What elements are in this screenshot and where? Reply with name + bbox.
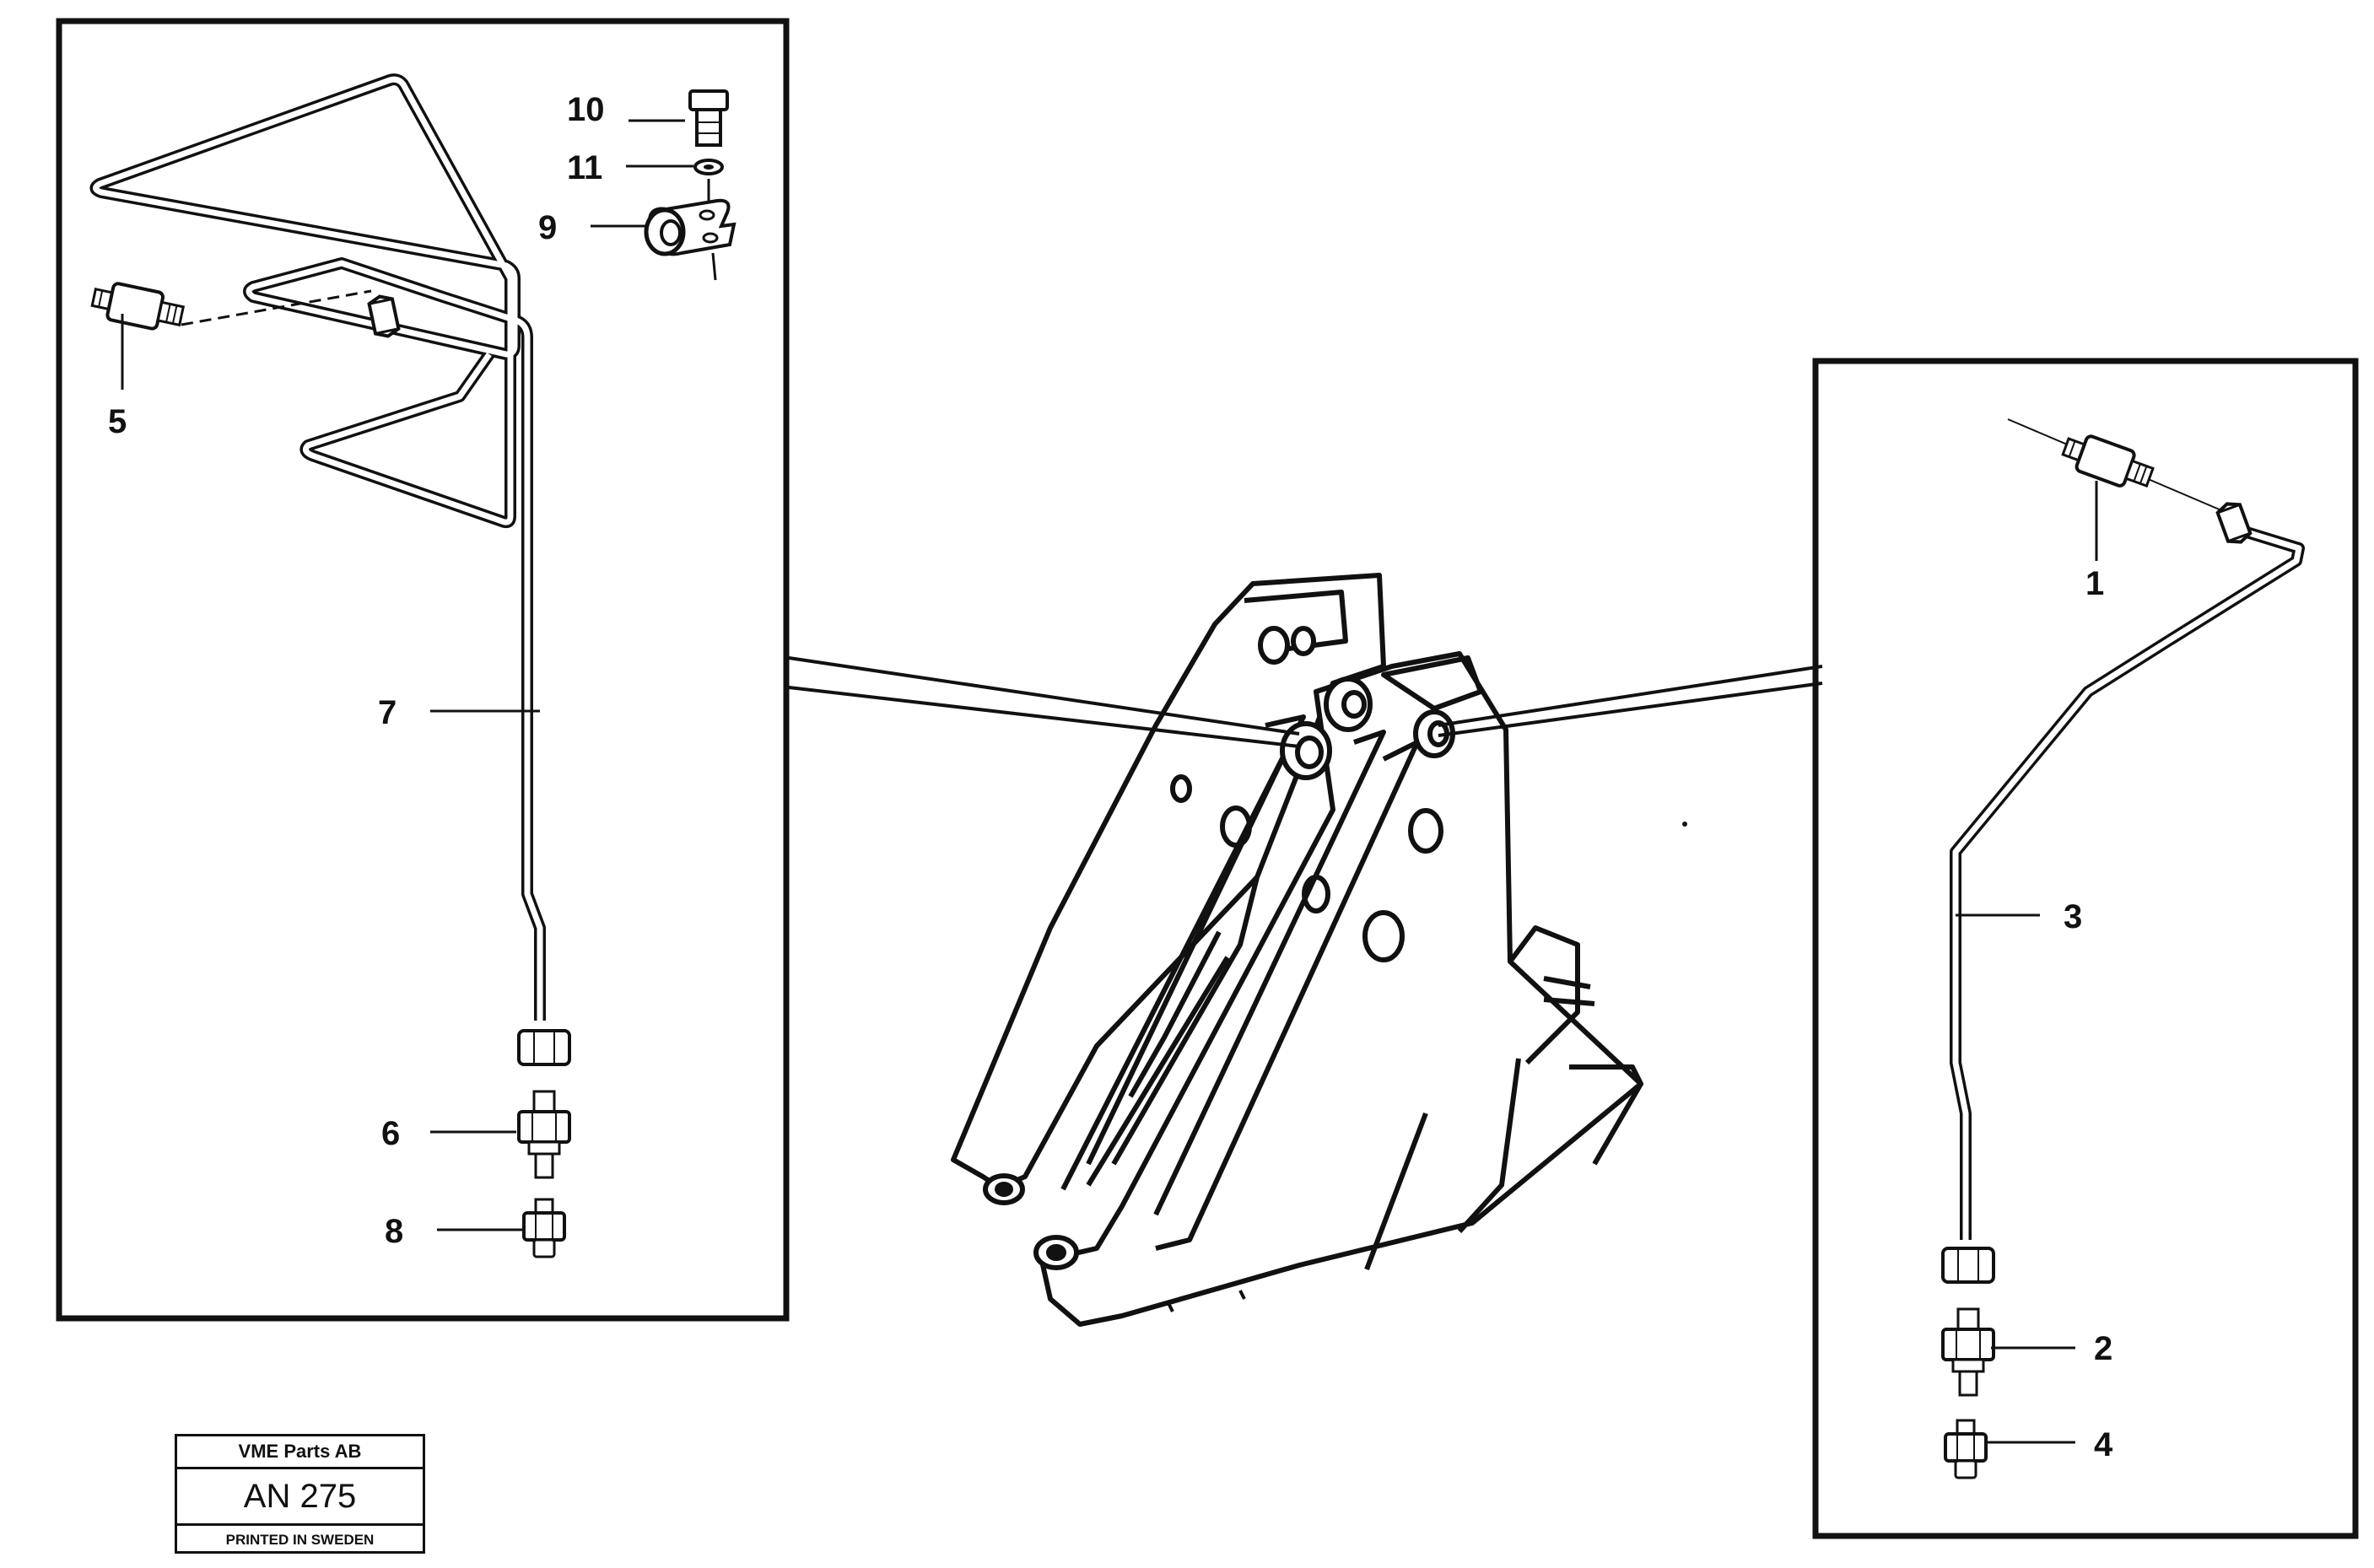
plug-4	[1944, 1419, 1988, 1479]
right-detail-box: 1 3 2 4	[1812, 358, 2359, 1539]
callout-8: 8	[385, 1213, 403, 1250]
left-detail-box: 10 11 9 5 7 6 8	[56, 18, 790, 1322]
union-6	[517, 1090, 571, 1179]
pipe3-nut-bottom	[1941, 1247, 1995, 1284]
callout-2: 2	[2094, 1330, 2112, 1367]
callout-9: 9	[538, 209, 557, 246]
pipe-7	[89, 73, 546, 1021]
callout-11: 11	[567, 149, 602, 186]
pipe-nut-top	[366, 292, 402, 341]
stamp-code: AN 275	[177, 1469, 423, 1526]
union-2	[1941, 1307, 1995, 1397]
callout-3: 3	[2064, 898, 2082, 935]
plug-8	[522, 1198, 566, 1258]
callout-7: 7	[378, 694, 397, 731]
clamp-9	[644, 179, 736, 281]
fitting-1	[2061, 434, 2155, 488]
stamp-company: VME Parts AB	[177, 1436, 423, 1469]
pipe-nut-bottom	[517, 1029, 571, 1066]
callout-1: 1	[2085, 565, 2104, 602]
callout-4: 4	[2094, 1426, 2113, 1463]
stamp-footer: PRINTED IN SWEDEN	[225, 1532, 375, 1548]
leader-lines-right	[1956, 481, 2098, 1444]
callout-6: 6	[381, 1115, 400, 1152]
alignment-dash	[181, 289, 372, 326]
title-stamp: VME Parts AB AN 275 PRINTED IN SWEDEN	[175, 1434, 425, 1554]
detail-connector-lines	[788, 656, 1823, 748]
callout-10: 10	[567, 91, 605, 128]
loader-arm-bracket	[951, 573, 1643, 1327]
bolt-10	[688, 89, 729, 147]
leader-lines-left	[121, 119, 693, 1231]
washer-11	[693, 159, 724, 175]
speck-mark	[1682, 822, 1687, 827]
pipe3-nut-top	[2214, 498, 2254, 548]
fitting-5	[90, 282, 186, 331]
callout-5: 5	[108, 403, 127, 440]
pipe-3	[1950, 525, 2305, 1240]
